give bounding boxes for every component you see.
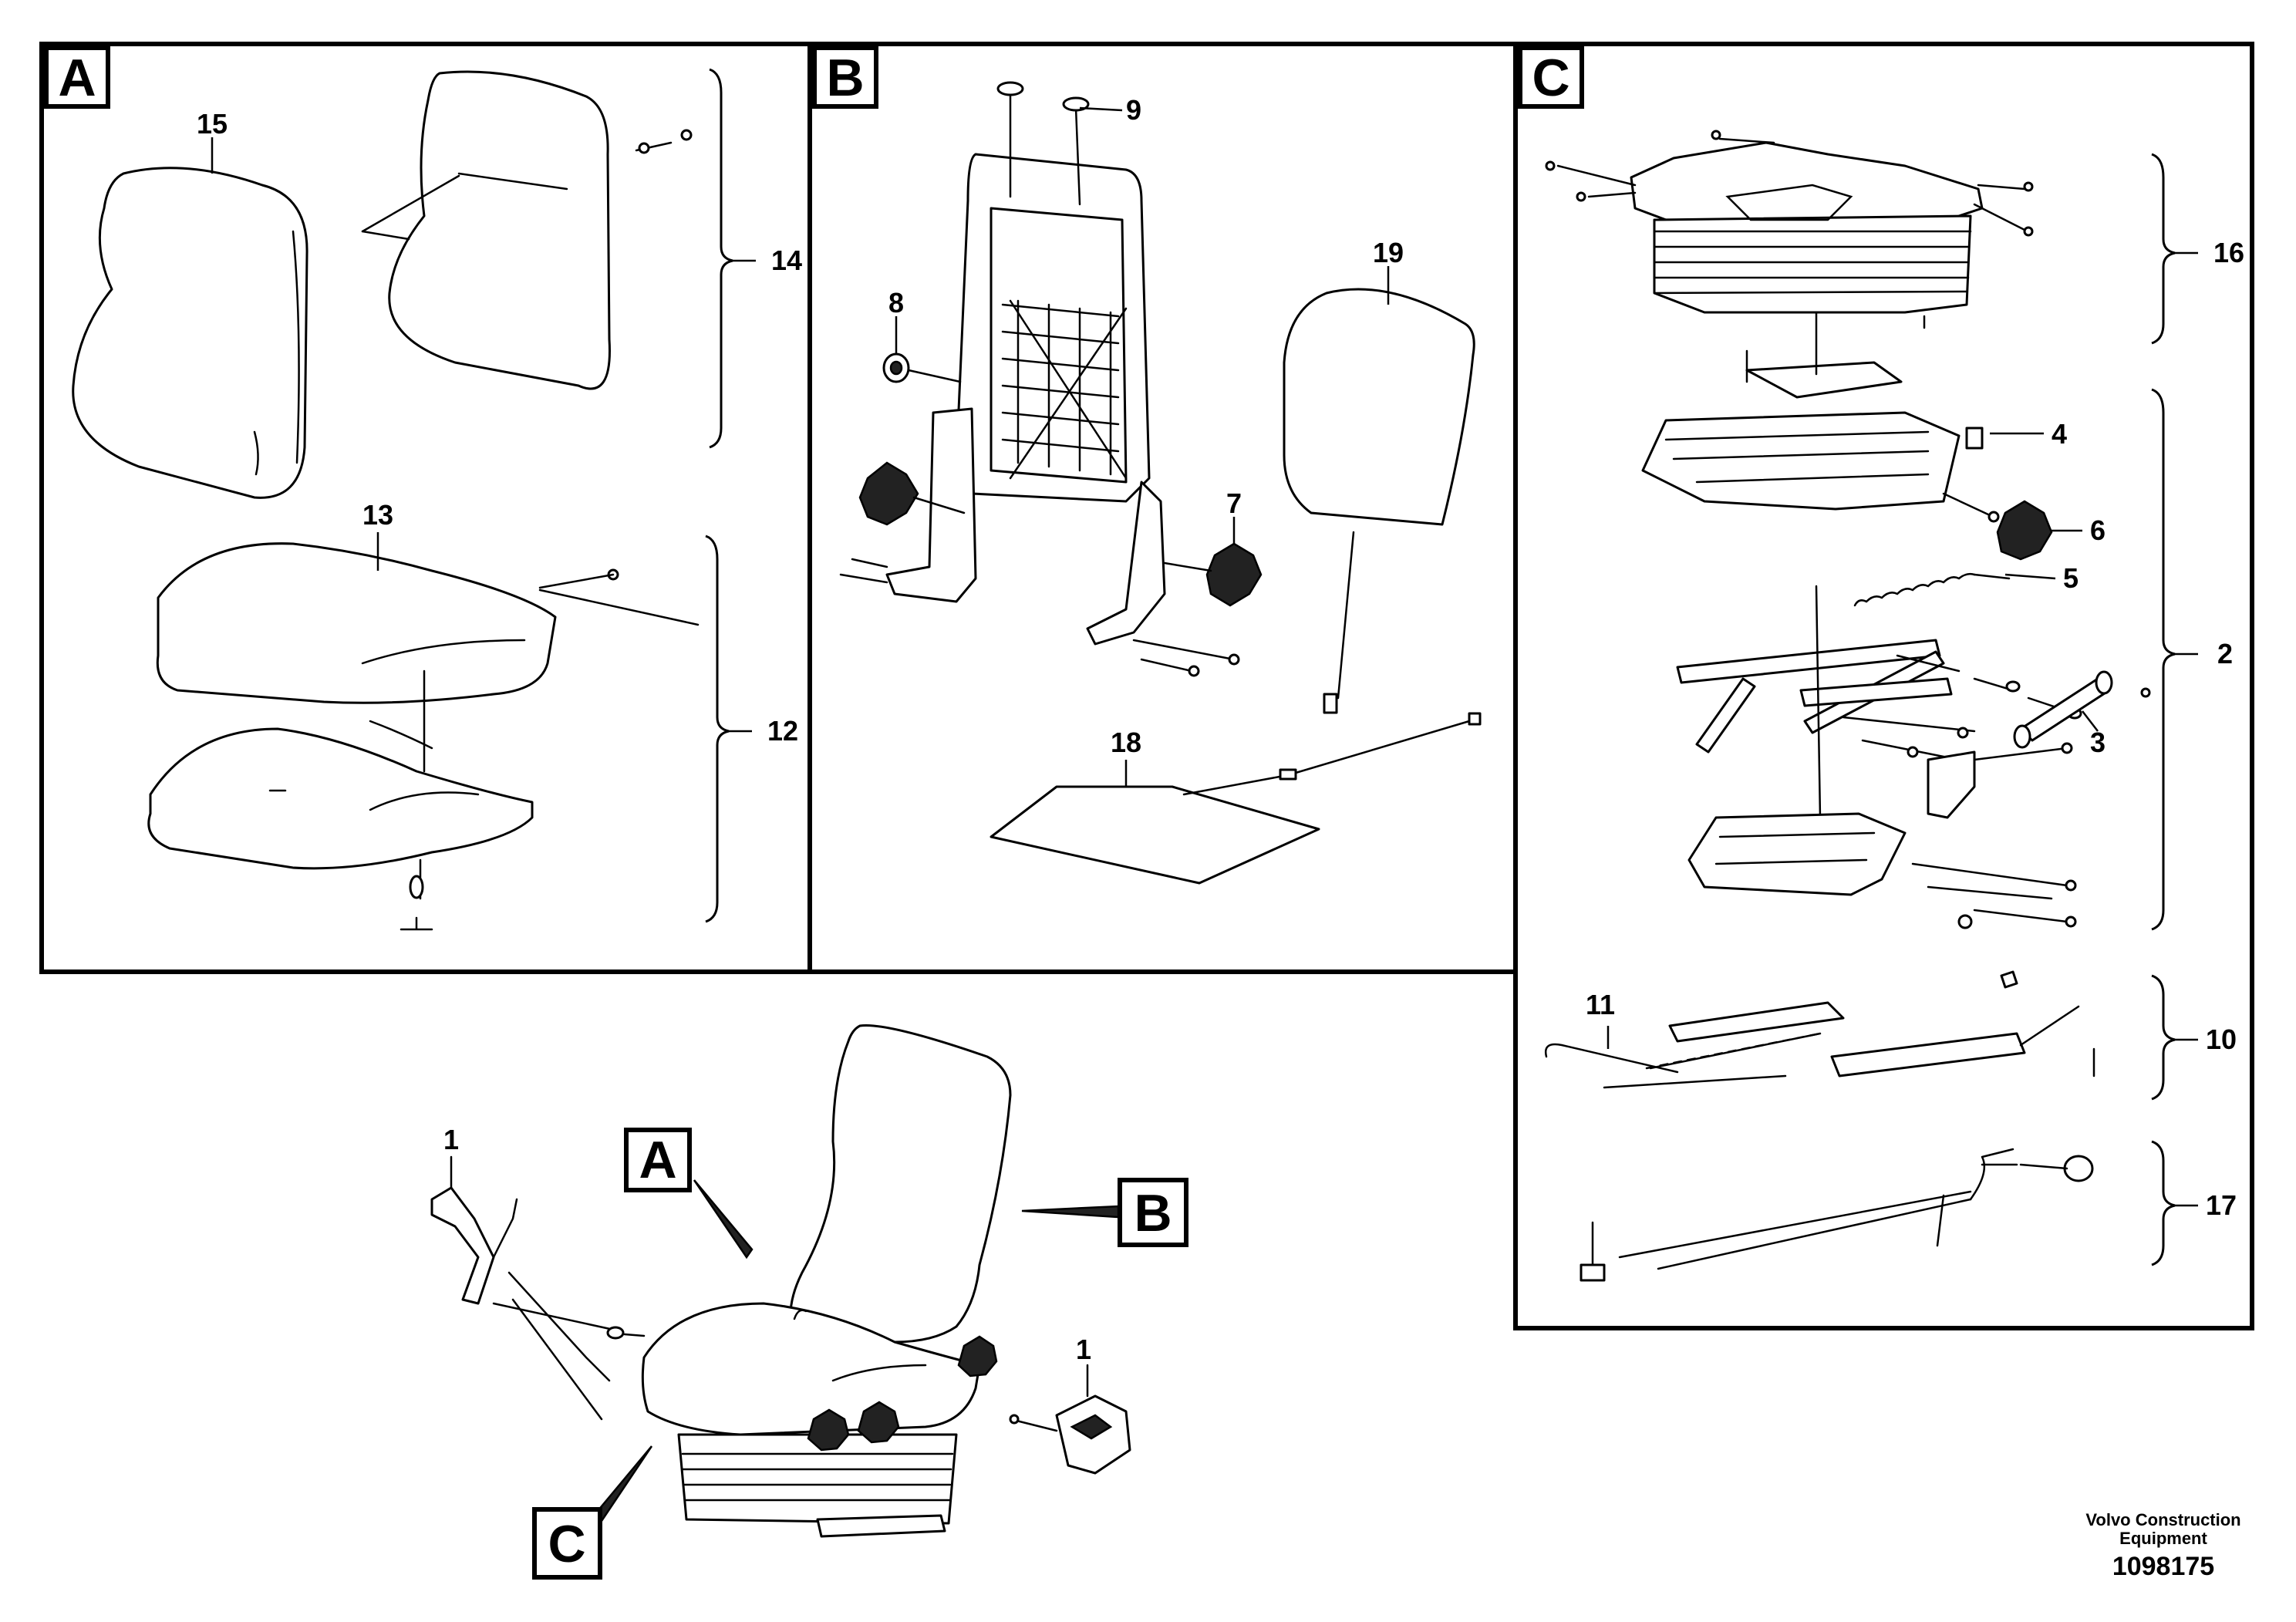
brace-14 xyxy=(709,68,733,449)
panel-c-label: C xyxy=(1518,46,1584,109)
seat-cushion-cover xyxy=(156,542,700,704)
seatbelt-buckle-left xyxy=(430,1155,646,1421)
knob-right xyxy=(1163,542,1263,607)
brace-2 xyxy=(2151,388,2176,931)
label-7: 7 xyxy=(1226,487,1242,519)
label-2: 2 xyxy=(2217,638,2233,669)
seatbelt-buckle-right xyxy=(1009,1364,1131,1475)
headrest xyxy=(1283,288,1475,714)
label-12: 12 xyxy=(767,715,798,747)
svg-text:A: A xyxy=(58,49,96,107)
label-6: 6 xyxy=(2090,514,2106,546)
adjuster-plate xyxy=(1745,311,1903,399)
callout-b: B xyxy=(1118,1178,1188,1247)
washer-8 xyxy=(882,352,962,383)
svg-text:B: B xyxy=(1134,1184,1172,1243)
svg-text:C: C xyxy=(1532,49,1569,107)
arrow-c xyxy=(592,1445,653,1523)
harness-17 xyxy=(1580,1148,2094,1282)
brand-line-1: Volvo Construction xyxy=(2085,1510,2240,1529)
label-19: 19 xyxy=(1373,237,1404,268)
seat-cushion-foam xyxy=(147,669,534,931)
suspension-bellows xyxy=(1545,130,2034,329)
slide-rails xyxy=(1544,970,2095,1089)
damper-3 xyxy=(2013,670,2151,749)
brace-10 xyxy=(2151,974,2176,1101)
scissor-mechanism xyxy=(1676,585,2082,819)
base-frame xyxy=(1687,750,2077,929)
svg-text:A: A xyxy=(639,1131,676,1189)
seat-sensor-mat xyxy=(990,712,1482,885)
brace-17 xyxy=(2151,1140,2176,1266)
panel-b-label: B xyxy=(812,46,878,109)
drawing-number: 1098175 xyxy=(2112,1552,2214,1581)
label-16: 16 xyxy=(2213,237,2244,268)
label-17: 17 xyxy=(2206,1189,2237,1221)
label-10: 10 xyxy=(2206,1023,2237,1055)
callout-c: C xyxy=(532,1507,602,1580)
label-14: 14 xyxy=(771,244,802,276)
svg-text:C: C xyxy=(548,1515,585,1573)
backrest-cover-front xyxy=(72,167,308,499)
label-9: 9 xyxy=(1126,94,1141,126)
brand-line-2: Equipment xyxy=(2119,1529,2207,1548)
arrow-a xyxy=(693,1179,754,1259)
assembled-seat xyxy=(641,1024,1012,1538)
knob-6 xyxy=(1996,500,2053,561)
label-1-left: 1 xyxy=(443,1124,459,1155)
callout-a: A xyxy=(624,1128,692,1192)
panel-c-frame xyxy=(1513,42,2254,1330)
svg-text:B: B xyxy=(826,49,864,107)
label-3: 3 xyxy=(2090,727,2106,758)
upper-frame xyxy=(1641,411,2000,523)
backrest-cover-rear xyxy=(361,70,693,390)
panel-a-label: A xyxy=(44,46,110,109)
label-4: 4 xyxy=(2052,418,2067,450)
spring-5 xyxy=(1853,572,2011,607)
label-13: 13 xyxy=(362,499,393,531)
brace-16 xyxy=(2151,153,2176,345)
backrest-frame xyxy=(885,81,1166,646)
label-5: 5 xyxy=(2063,562,2079,594)
label-8: 8 xyxy=(888,287,904,319)
knob-left xyxy=(858,461,966,526)
label-15: 15 xyxy=(197,108,228,140)
bolts-b xyxy=(839,558,1240,677)
brace-12 xyxy=(705,534,730,923)
label-11: 11 xyxy=(1586,989,1615,1020)
label-1-right: 1 xyxy=(1076,1334,1091,1365)
label-18: 18 xyxy=(1111,727,1141,758)
arrow-b xyxy=(1021,1205,1120,1219)
